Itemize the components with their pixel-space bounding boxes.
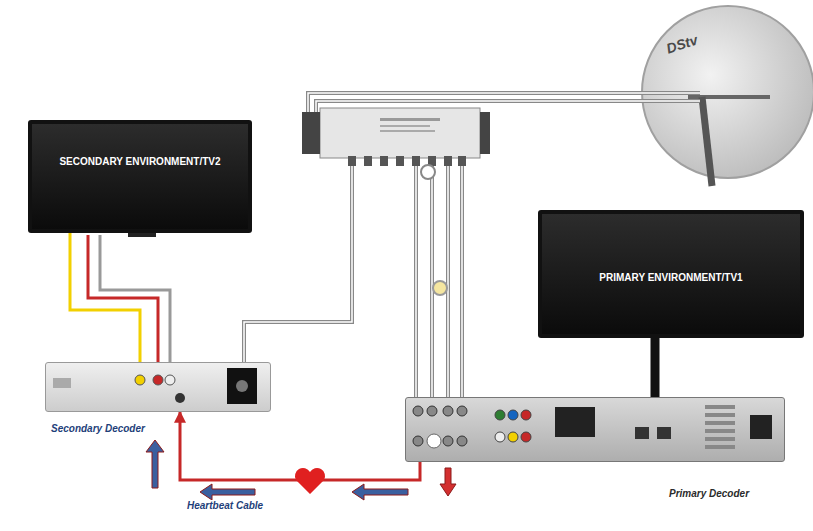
decoder-panel [405, 397, 785, 462]
multiswitch-ports [348, 156, 466, 166]
rca-socket [495, 432, 505, 442]
rca-socket [521, 432, 531, 442]
lnb-socket [457, 406, 467, 416]
cable-ring [421, 165, 435, 179]
vent-slot [705, 421, 735, 425]
rca-socket [521, 410, 531, 420]
vent-slot [705, 429, 735, 433]
ethernet-port [635, 427, 649, 439]
device-label: Primary Decoder [669, 488, 749, 499]
vent-slot [705, 437, 735, 441]
direction-arrow [200, 484, 255, 500]
rca-socket [495, 410, 505, 420]
rca-socket [165, 375, 175, 385]
av-cable [100, 235, 170, 364]
vent-slot [705, 405, 735, 409]
power-socket [750, 415, 772, 439]
tv-glass [32, 124, 248, 229]
lnb-socket [413, 406, 423, 416]
heartbeat-port [175, 393, 185, 403]
decoder-box: Primary Decoder [405, 397, 785, 462]
usb-port [53, 378, 71, 388]
decoder-box: Secondary Decoder [45, 362, 271, 412]
multiswitch-plate [380, 130, 435, 132]
direction-arrow [146, 440, 164, 488]
multiswitch-plate [380, 125, 430, 127]
rca-socket [508, 432, 518, 442]
white-socket [427, 434, 441, 448]
multiswitch-cap [480, 112, 490, 154]
output-socket [413, 436, 423, 446]
dish-pole [702, 97, 712, 186]
cable-ring [433, 281, 447, 295]
decoder-panel [45, 362, 271, 412]
heart-symbol [295, 468, 325, 494]
direction-arrow [440, 468, 456, 496]
screen-title: SECONDARY ENVIRONMENT/TV2 [59, 156, 220, 167]
rca-socket [135, 375, 145, 385]
output-socket [443, 436, 453, 446]
cable-label: Heartbeat Cable [185, 500, 265, 511]
device-label: Secondary Decoder [51, 423, 145, 434]
av-cable [70, 233, 140, 362]
tv-screen: SECONDARY ENVIRONMENT/TV2 [28, 120, 252, 233]
multiswitch-cap [302, 112, 320, 154]
rca-socket [153, 375, 163, 385]
rca-socket [508, 410, 518, 420]
multiswitch-plate [380, 118, 440, 121]
tv-stand [128, 233, 156, 237]
lnb-socket [236, 380, 248, 392]
output-socket [457, 436, 467, 446]
lnb-socket [427, 406, 437, 416]
scart-panel [555, 407, 595, 437]
multiswitch [320, 108, 480, 158]
hdmi-cable [651, 338, 660, 397]
tv-screen: PRIMARY ENVIRONMENT/TV1 [538, 210, 804, 338]
direction-arrow [352, 484, 408, 500]
coax-cables [244, 166, 462, 402]
vent-slot [705, 445, 735, 449]
screen-title: PRIMARY ENVIRONMENT/TV1 [599, 272, 742, 283]
lnb-input [227, 368, 257, 404]
lnb-socket [443, 406, 453, 416]
ethernet-port [657, 427, 671, 439]
vent-slot [705, 413, 735, 417]
